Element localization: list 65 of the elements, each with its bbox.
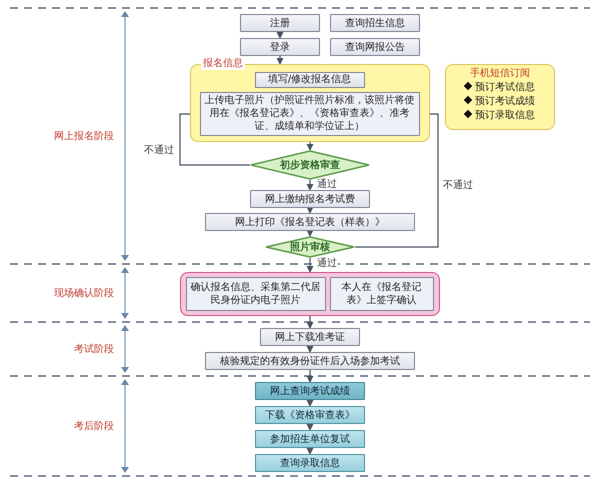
arrow [179,110,250,166]
process-box [254,72,364,88]
process-box [240,14,320,32]
arrow [306,346,314,353]
process-box [205,352,415,370]
process-box [330,14,420,32]
group-panel [180,272,440,316]
box-text: 网上打印《报名登记表（样表）》 [235,216,385,228]
box-text: 查询录取信息 [280,456,340,470]
process-box [255,382,365,400]
process-box [255,430,365,448]
process-box [250,190,370,208]
box-text: 确认报名信息、采集第二代居民身份证内电子照片 [190,280,320,306]
box-text: 本人在《报名登记表》上签字确认 [340,280,422,306]
diamond-text: 照片审核 [290,240,330,254]
edge-label: 通过 [316,258,338,269]
arrow [306,316,314,329]
process-box [330,276,434,310]
process-box [240,38,320,56]
arrow [306,258,314,273]
arrow [355,110,439,248]
process-box [255,406,365,424]
arrow [306,142,314,151]
box-text: 登录 [270,40,290,54]
arrow [306,424,314,431]
bullet-item: 预订录取信息 [465,110,535,122]
note-heading: 手机短信订阅 [470,68,530,80]
box-text: 参加招生单位复试 [270,432,350,446]
arrow [306,230,314,237]
diamond-text: 初步资格审查 [280,158,340,172]
process-box [260,328,360,346]
process-box [255,454,365,472]
stage-label: 考后阶段 [73,420,114,433]
process-box [330,38,420,56]
note-panel [445,64,555,130]
stage-label: 现场确认阶段 [53,287,114,300]
stage-label: 网上报名阶段 [53,130,114,143]
arrow [276,56,284,65]
box-text: 上传电子照片（护照证件照片标准，该照片将使用在《报名登记表》、《资格审查表》、准考证、成绩单和学位证上） [204,94,414,133]
process-box [186,276,326,310]
box-text: 注册 [270,16,290,30]
process-box [205,213,415,231]
stage-label: 考试阶段 [73,342,114,356]
box-text: 网上缴纳报名考试费 [265,192,355,206]
arrow [306,207,314,214]
arrow [306,370,314,383]
bullet-item: 预订考试成绩 [465,96,535,108]
box-text: 下载《资格审查表》 [265,408,355,422]
edge-label: 不通过 [143,145,175,156]
arrow [306,400,314,407]
edge-label: 不通过 [442,180,474,191]
decision-diamond [250,150,370,180]
edge-label: 通过 [316,179,338,190]
box-text: 查询网报公告 [345,40,405,54]
box-text: 填写/修改报名信息 [268,73,352,86]
arrow [306,180,314,191]
arrow [306,448,314,455]
arrow [276,32,284,39]
box-text: 网上查询考试成绩 [270,384,350,398]
box-text: 网上下载准考证 [275,330,345,344]
bullet-item: 预订考试信息 [465,82,535,94]
group-heading: 报名信息 [201,58,245,70]
box-text: 核验规定的有效身份证件后入场参加考试 [220,354,400,368]
decision-diamond [265,236,355,258]
box-text: 查询招生信息 [345,16,405,30]
